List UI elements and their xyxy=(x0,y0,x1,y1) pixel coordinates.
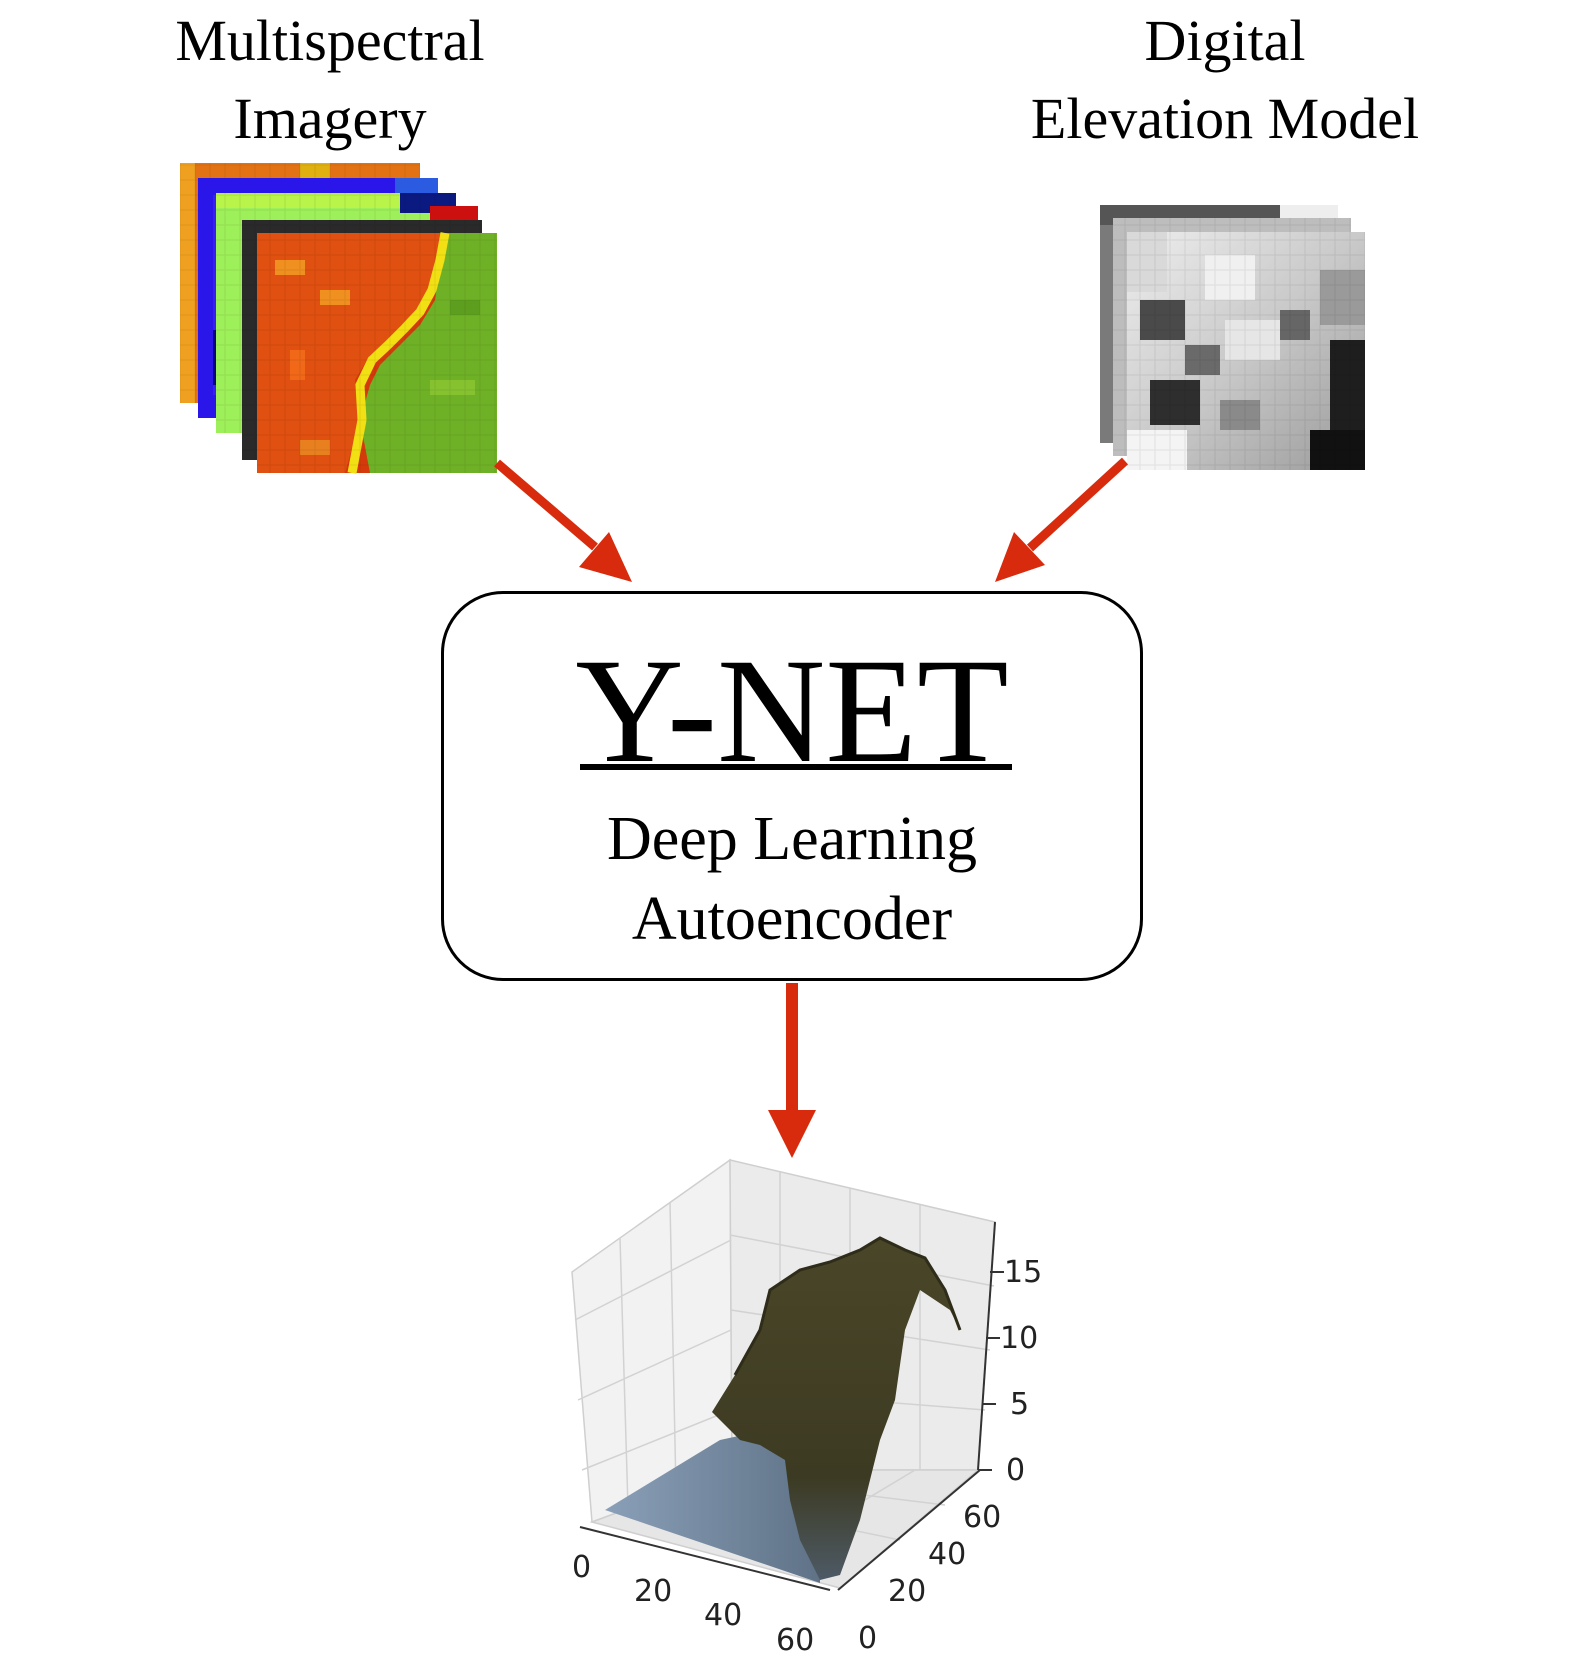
x-tick-40: 40 xyxy=(704,1598,742,1633)
dem-image-stack xyxy=(1100,205,1365,470)
y-tick-0: 0 xyxy=(858,1621,877,1656)
multispectral-label: Multispectral Imagery xyxy=(130,2,530,158)
elevation-surface-plot: 0 5 10 15 0 20 40 60 0 20 40 60 xyxy=(571,1158,1042,1658)
ynet-title-underline xyxy=(580,764,1012,770)
dem-label-line1: Digital xyxy=(1144,8,1306,73)
plot-axes xyxy=(579,1221,996,1591)
z-tick-10: 10 xyxy=(1000,1321,1038,1356)
y-tick-40: 40 xyxy=(928,1537,966,1572)
x-tick-20: 20 xyxy=(634,1574,672,1609)
arrow-multispectral-to-ynet xyxy=(494,459,632,582)
surface-highland xyxy=(712,1238,960,1580)
arrow-dem-to-ynet xyxy=(995,457,1129,582)
multispectral-label-line1: Multispectral xyxy=(175,8,485,73)
dem-label: Digital Elevation Model xyxy=(985,2,1465,158)
ynet-title: Y-NET xyxy=(575,628,1009,794)
z-tick-15: 15 xyxy=(1004,1255,1042,1290)
z-tick-marks xyxy=(978,1271,1004,1471)
x-tick-0: 0 xyxy=(572,1550,591,1585)
multispectral-label-line2: Imagery xyxy=(233,86,427,151)
x-tick-60: 60 xyxy=(776,1623,814,1658)
dem-layer-3 xyxy=(1127,232,1365,470)
spectral-band-5 xyxy=(257,232,497,474)
multispectral-image-stack xyxy=(180,163,497,474)
ynet-subtitle-line2: Autoencoder xyxy=(631,885,953,953)
y-tick-60: 60 xyxy=(963,1500,1001,1535)
ynet-model-box: Y-NET Deep Learning Autoencoder xyxy=(441,591,1143,981)
arrow-ynet-to-output xyxy=(768,983,816,1158)
ynet-subtitle-line1: Deep Learning xyxy=(606,805,978,873)
y-tick-20: 20 xyxy=(888,1574,926,1609)
surface-lowland xyxy=(605,1425,820,1583)
ynet-subtitle: Deep Learning Autoencoder xyxy=(444,799,1140,959)
z-tick-5: 5 xyxy=(1010,1387,1029,1422)
z-tick-0: 0 xyxy=(1006,1453,1025,1488)
dem-label-line2: Elevation Model xyxy=(1030,86,1420,151)
